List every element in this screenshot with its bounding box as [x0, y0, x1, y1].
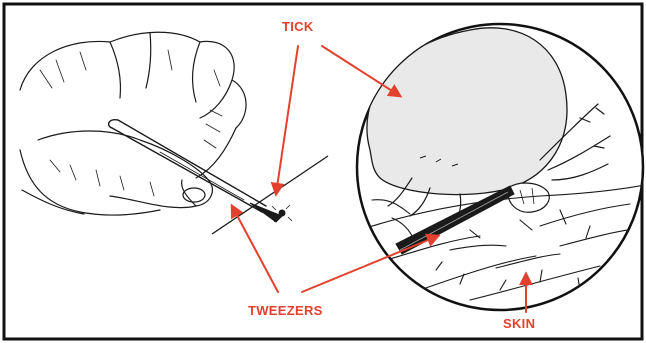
arrow-tick-right [322, 46, 400, 96]
skin-surface-line [212, 156, 328, 234]
arrow-tick-left [276, 46, 298, 194]
magnified-view [357, 24, 646, 310]
tick-label: TICK [282, 19, 314, 34]
hand-drawing [20, 32, 246, 215]
tick-body [367, 28, 567, 195]
tweezers-label: TWEEZERS [248, 303, 323, 318]
skin-label: SKIN [503, 316, 535, 331]
